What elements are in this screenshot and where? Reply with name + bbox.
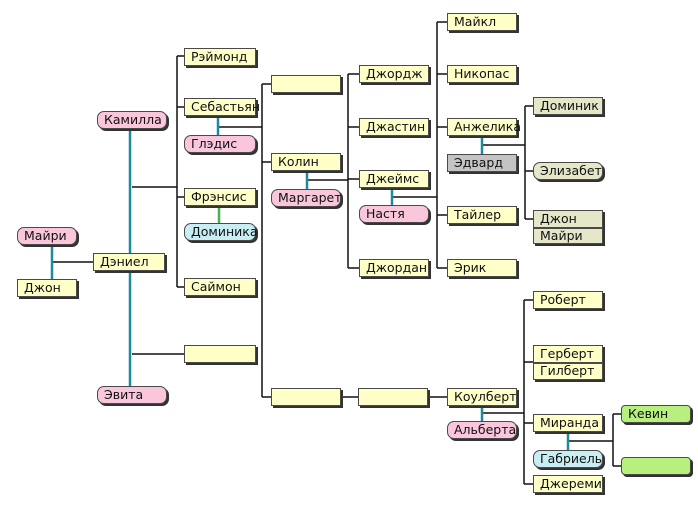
person-gilbert[interactable]: Гилберт	[533, 363, 603, 380]
person-colin[interactable]: Колин	[271, 153, 341, 171]
person-tyler[interactable]: Тайлер	[447, 206, 517, 224]
person-mairi-right[interactable]: Майри	[533, 228, 603, 244]
person-daniel[interactable]: Дэниел	[93, 253, 165, 271]
person-jeremy[interactable]: Джереми	[533, 475, 603, 493]
person-blank-2[interactable]	[271, 75, 341, 93]
person-coolbert[interactable]: Коулберт	[447, 388, 517, 406]
person-francis[interactable]: Фрэнсис	[184, 188, 256, 206]
person-jordan[interactable]: Джордан	[359, 259, 429, 277]
person-george[interactable]: Джордж	[359, 65, 429, 83]
person-gladys[interactable]: Глэдис	[184, 135, 256, 153]
person-eric[interactable]: Эрик	[447, 259, 517, 277]
person-edward[interactable]: Эдвард	[447, 154, 517, 172]
person-gabriel[interactable]: Габриель	[533, 450, 603, 468]
person-margaret[interactable]: Маргарет	[271, 189, 342, 207]
person-nicholas[interactable]: Никопас	[447, 65, 517, 83]
person-evita[interactable]: Эвита	[97, 386, 167, 404]
person-herbert[interactable]: Герберт	[533, 345, 603, 363]
person-blank-3[interactable]	[271, 388, 341, 406]
person-justin[interactable]: Джастин	[359, 118, 429, 136]
person-dominic[interactable]: Доминик	[533, 97, 603, 115]
person-blank-4[interactable]	[358, 388, 428, 406]
person-alberta[interactable]: Альберта	[447, 421, 517, 439]
person-robert[interactable]: Роберт	[533, 291, 603, 309]
person-mairi-left[interactable]: Майри	[17, 227, 77, 245]
person-james[interactable]: Джеймс	[359, 170, 429, 188]
person-john-right[interactable]: Джон	[533, 210, 603, 228]
person-john-left[interactable]: Джон	[17, 279, 77, 297]
person-angelica[interactable]: Анжелика	[447, 118, 521, 136]
person-kevin[interactable]: Кевин	[621, 405, 691, 423]
person-camilla[interactable]: Камилла	[97, 111, 167, 129]
person-raymond[interactable]: Рэймонд	[184, 48, 256, 66]
person-blank-1[interactable]	[184, 345, 256, 363]
person-dominika[interactable]: Доминика	[184, 223, 257, 241]
person-sebastian[interactable]: Себастьян	[184, 98, 260, 116]
person-miranda[interactable]: Миранда	[533, 414, 603, 432]
person-simon[interactable]: Саймон	[184, 278, 256, 296]
person-nastya[interactable]: Настя	[359, 205, 429, 223]
person-michael[interactable]: Майкл	[447, 13, 517, 31]
person-elizabeth[interactable]: Элизабет	[533, 162, 603, 180]
person-blank-5[interactable]	[621, 457, 691, 475]
